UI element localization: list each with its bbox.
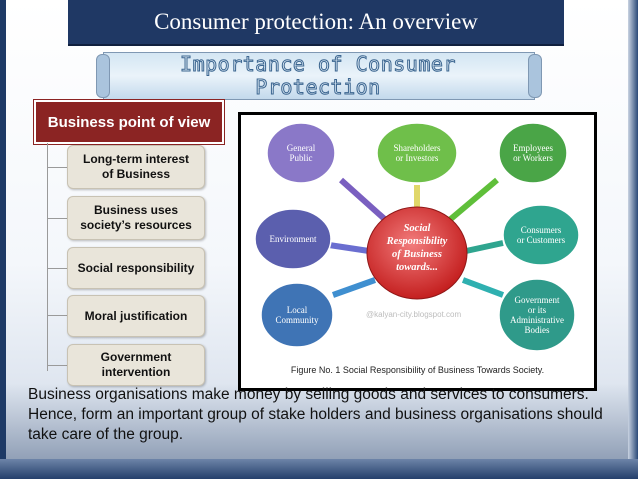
point-line: of Business <box>101 167 170 181</box>
banner-heading: Importance of Consumer Protection <box>103 50 533 102</box>
tree-branch <box>47 218 67 219</box>
arrow-general-public <box>338 177 392 226</box>
figure-caption: Figure No. 1 Social Responsibility of Bu… <box>290 365 545 375</box>
point-line: Social responsibility <box>77 260 195 275</box>
banner-scroll <box>103 52 535 100</box>
node-label: Environment <box>270 234 317 244</box>
arrow-environment <box>328 242 370 254</box>
node-environment: Environment <box>254 208 332 270</box>
title-bar: Consumer protection: An overview <box>68 0 564 46</box>
tree-branch <box>47 315 67 316</box>
point-line: society’s resources <box>80 218 192 232</box>
point-social-responsibility: Social responsibility <box>67 247 205 289</box>
arrow-employees <box>444 177 499 226</box>
point-line: intervention <box>101 365 171 379</box>
point-moral-justification: Moral justification <box>67 295 205 337</box>
tree-connector <box>47 143 48 371</box>
arrow-consumers <box>465 240 504 254</box>
slide-frame-bottom <box>0 459 638 479</box>
banner-line-1: Importance of Consumer <box>180 52 456 76</box>
point-line: Government <box>100 350 172 364</box>
figure-watermark: @kalyan-city.blogspot.com <box>366 310 462 319</box>
point-line: Moral justification <box>84 308 188 323</box>
arrow-local-community <box>331 277 377 298</box>
arrow-government <box>461 277 505 298</box>
banner-line-2: Protection <box>255 75 381 99</box>
slide-frame-right <box>628 0 638 479</box>
point-line: Business uses <box>93 203 179 217</box>
business-point-of-view-header: Business point of view <box>34 100 224 144</box>
tree-branch <box>47 167 67 168</box>
slide-frame-left <box>0 0 6 479</box>
slide-title: Consumer protection: An overview <box>154 9 478 34</box>
body-paragraph: Business organisations make money by sel… <box>28 386 603 443</box>
scroll-end-left <box>96 54 110 98</box>
tree-branch <box>47 365 67 366</box>
connector-arrows <box>328 177 505 298</box>
point-line: Long-term interest <box>82 152 189 166</box>
tree-branch <box>47 268 67 269</box>
scroll-end-right <box>528 54 542 98</box>
